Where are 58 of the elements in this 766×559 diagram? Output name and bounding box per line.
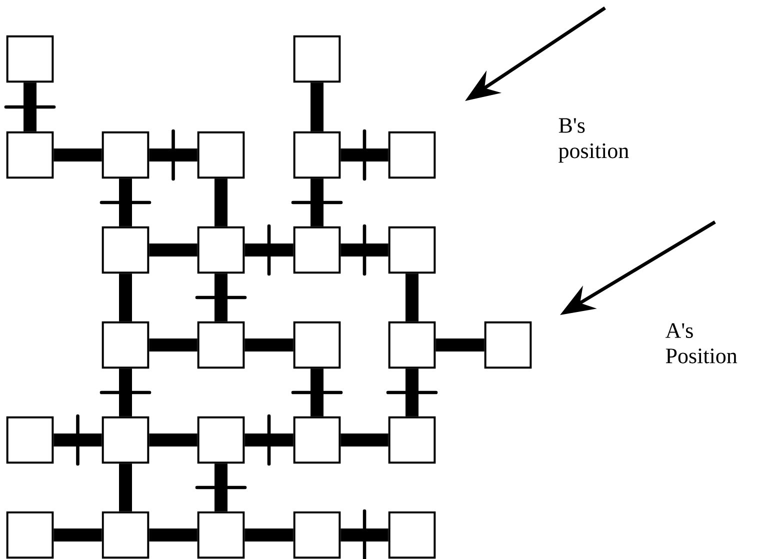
grid-box <box>197 511 245 559</box>
connector <box>119 274 132 322</box>
connector <box>24 82 37 132</box>
connector <box>119 464 132 512</box>
connector <box>340 148 388 162</box>
connector <box>340 434 388 446</box>
grid-box <box>6 416 54 464</box>
grid-box <box>293 416 341 464</box>
grid-box <box>388 131 436 179</box>
grid-box <box>6 35 54 83</box>
grid-box <box>6 511 54 559</box>
grid-box <box>197 416 245 464</box>
grid-box <box>293 131 341 179</box>
connector <box>244 244 294 256</box>
connector <box>54 148 102 162</box>
connector <box>149 434 198 446</box>
grid-box <box>102 416 150 464</box>
connector <box>149 338 198 352</box>
connector <box>406 274 418 322</box>
connector <box>436 338 484 352</box>
grid-box <box>102 226 150 274</box>
connector <box>406 368 418 416</box>
connector <box>310 178 324 226</box>
connector <box>149 244 198 256</box>
connector <box>54 434 102 446</box>
connector <box>214 464 228 512</box>
grid-box <box>388 416 436 464</box>
connector <box>340 528 388 542</box>
position-label: A's Position <box>665 323 738 364</box>
grid-box <box>102 511 150 559</box>
grid-box <box>6 131 54 179</box>
grid-box <box>388 226 436 274</box>
grid-box <box>102 321 150 369</box>
connector <box>310 82 324 132</box>
connector <box>149 148 198 162</box>
grid-box <box>388 511 436 559</box>
connector <box>244 338 294 352</box>
grid-box <box>197 321 245 369</box>
connector <box>310 368 324 416</box>
connector <box>214 178 228 226</box>
connector <box>244 528 294 542</box>
grid-box <box>293 35 341 83</box>
grid-box <box>197 131 245 179</box>
grid-box <box>293 226 341 274</box>
grid-box <box>293 511 341 559</box>
connector <box>149 528 198 542</box>
grid-box <box>102 131 150 179</box>
grid-box <box>293 321 341 369</box>
connector <box>119 368 132 416</box>
connector <box>244 434 294 446</box>
connector <box>119 178 132 226</box>
grid-box <box>197 226 245 274</box>
connector <box>54 528 102 542</box>
grid-box <box>484 321 532 369</box>
grid-box <box>388 321 436 369</box>
connector <box>340 244 388 256</box>
position-label: B's position <box>558 118 629 163</box>
connector <box>214 274 228 322</box>
